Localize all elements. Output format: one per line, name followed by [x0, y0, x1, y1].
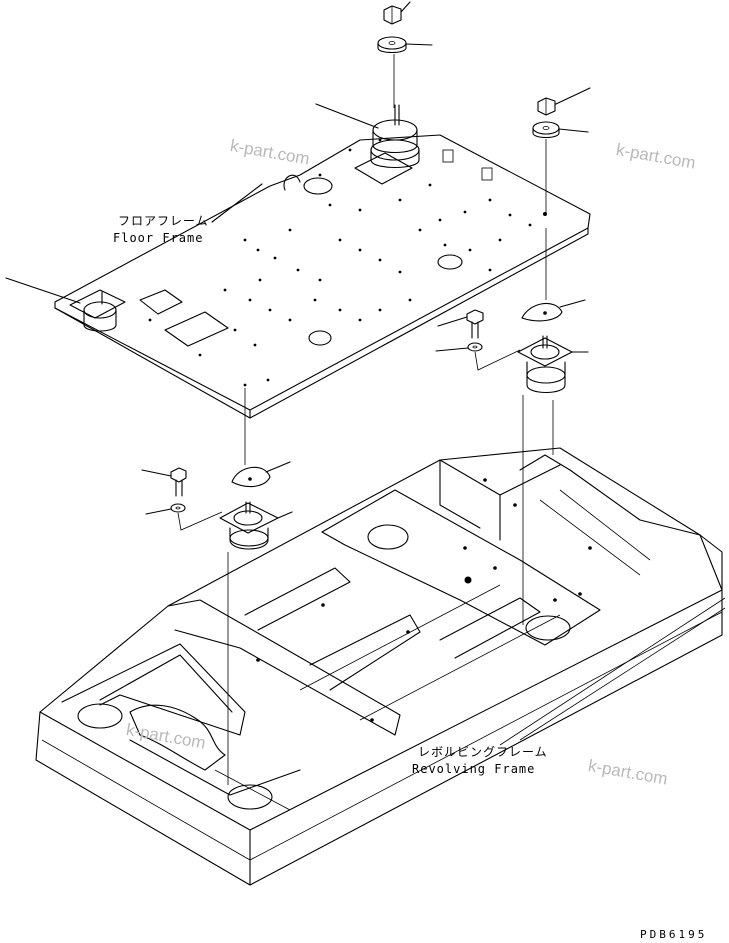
- stopper-right: [521, 228, 586, 322]
- floor-mount-rear: [370, 104, 420, 168]
- drawing-code: PDB6195: [640, 928, 708, 941]
- floor-frame: [54, 134, 591, 419]
- floor-mount-front-left: [69, 289, 126, 332]
- nut-right: [537, 87, 591, 116]
- washer-top-center: [377, 36, 433, 108]
- washer-right: [532, 121, 589, 214]
- washer-bolt-right: [435, 342, 521, 371]
- mount-left: [219, 501, 293, 785]
- floor-frame-label-jp: フロアフレーム: [118, 214, 209, 228]
- bolt-left: [141, 467, 187, 497]
- bolt-right: [437, 309, 484, 339]
- stopper-left: [231, 388, 291, 488]
- revolving-frame: [35, 447, 726, 886]
- revolving-frame-label-en: Revolving Frame: [412, 762, 536, 776]
- floor-frame-label-en: Floor Frame: [113, 231, 204, 245]
- washer-bolt-left: [145, 503, 223, 531]
- leader-floor-frame: [211, 183, 263, 223]
- leader-rear-mount: [315, 103, 379, 129]
- revolving-frame-label-jp: レボルビングフレーム: [418, 745, 548, 759]
- mount-right: [517, 335, 589, 625]
- nut-top-center: [383, 1, 411, 25]
- leader-front-mount: [5, 277, 81, 304]
- floor-frame-holes: [148, 138, 547, 387]
